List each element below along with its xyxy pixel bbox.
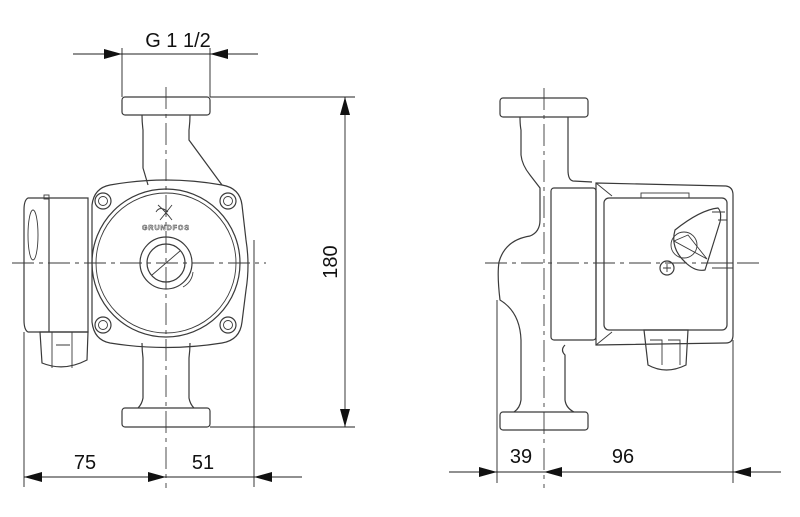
control-box (603, 197, 728, 331)
pump-housing-left (497, 116, 541, 413)
arrow-icon (340, 409, 350, 427)
motor-flange (550, 187, 597, 341)
screw-slot-icon (663, 264, 671, 272)
bolt-hole-icon (223, 196, 233, 206)
arrow-icon (544, 467, 562, 477)
arrow-icon (148, 472, 166, 482)
bolt-hole-icon (219, 192, 237, 210)
arrow-icon (733, 467, 751, 477)
speed-selector-knob[interactable] (670, 207, 733, 271)
bolt-hole-icon (219, 316, 237, 334)
bolt-holes (94, 192, 237, 334)
knob-pointer-icon (672, 234, 708, 260)
arrow-icon (210, 49, 228, 59)
grundfos-logo-icon (155, 204, 173, 221)
rotation-arrow-icon (182, 271, 194, 288)
height-dimension: 180 (210, 96, 355, 428)
connection-dimension: G 1 1/2 (73, 30, 258, 97)
left-depth-label: 39 (510, 446, 532, 468)
cable-gland-ribs (51, 332, 73, 368)
knob-body (673, 207, 722, 271)
lower-neck (137, 342, 195, 409)
height-label: 180 (320, 245, 342, 278)
terminal-window (27, 209, 39, 261)
arrow-icon (24, 472, 42, 482)
motor-housing-edge (595, 182, 613, 346)
knob-dial (670, 231, 698, 259)
left-width-label: 75 (74, 452, 96, 474)
cable-gland-ribs (650, 339, 681, 365)
terminal-tab (43, 194, 50, 200)
screw-icon (659, 260, 675, 276)
width-dimension: 75 51 (23, 240, 302, 487)
right-width-label: 51 (192, 452, 214, 474)
pump-housing-right (561, 117, 593, 413)
logo-text: GRUNDFOS (142, 225, 190, 232)
front-view: GRUNDFOS G 1 1/2 180 (12, 30, 355, 488)
right-depth-label: 96 (612, 446, 634, 468)
bolt-hole-icon (94, 316, 112, 334)
arrow-icon (479, 467, 497, 477)
knob-marks (708, 211, 733, 269)
bolt-hole-icon (98, 320, 108, 330)
bolt-hole-icon (98, 196, 108, 206)
motor-housing (595, 182, 734, 346)
grundfos-logo: GRUNDFOS (142, 204, 190, 232)
bolt-hole-icon (94, 192, 112, 210)
side-view: 39 96 (449, 88, 781, 488)
arrow-icon (104, 49, 122, 59)
cable-gland (39, 331, 89, 368)
connection-size-label: G 1 1/2 (145, 30, 211, 52)
bolt-hole-icon (223, 320, 233, 330)
control-box-top-tab (640, 192, 690, 199)
arrow-icon (254, 472, 272, 482)
depth-dimension: 39 96 (449, 300, 781, 483)
upper-neck (141, 114, 223, 186)
pump-body (91, 179, 249, 349)
arrow-icon (340, 97, 350, 115)
terminal-box (23, 197, 89, 333)
cable-gland (643, 329, 689, 371)
